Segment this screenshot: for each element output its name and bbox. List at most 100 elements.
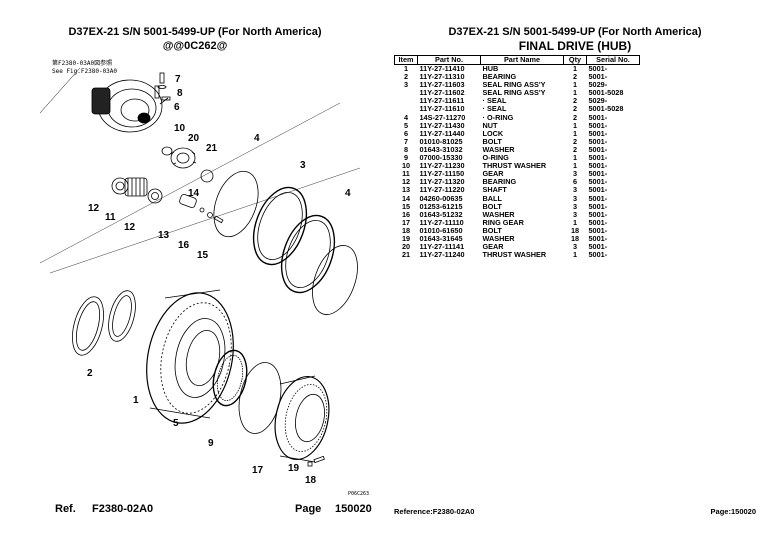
cell-serial: 5001- [588,233,608,243]
cell-part-name: GEAR [482,242,504,252]
cell-part-name: WASHER [482,233,515,243]
cell-item: 16 [401,209,411,219]
cell-part-name: THRUST WASHER [482,161,547,171]
cell-qty: 1 [572,217,578,227]
cell-qty: 1 [572,64,578,73]
footer-reference: Reference:F2380-02A0 [394,507,475,516]
cell-serial: 5001- [588,136,608,146]
cell-part-no: 11Y-27-11150 [419,169,465,179]
hub [146,289,234,424]
callout-labels: 7 8 6 10 20 21 4 3 4 14 12 11 12 13 16 1… [87,74,351,486]
cell-part-name: SEAL RING ASS'Y [482,88,546,98]
cell-part-no: 11Y-27-11110 [419,217,464,227]
callout-12b: 12 [124,222,136,233]
callout-6: 6 [174,102,180,113]
right-header-subtitle: FINAL DRIVE (HUB) [518,39,632,53]
callout-20: 20 [188,133,200,144]
header-serial-no: Serial No. [586,55,640,65]
cell-part-name: BOLT [482,201,502,211]
table-header-row: Item Part No. Part Name Qty Serial No. [394,55,640,65]
cell-qty: 1 [572,88,578,98]
cell-part-no: 11Y-27-11603 [419,80,465,90]
cell-qty: 3 [572,193,578,203]
cell-serial: 5001- [588,242,608,252]
bolt-group [157,72,171,101]
cell-item: 10 [401,161,411,171]
cell-serial: 5029- [588,96,608,106]
footer-page-value: 150020 [335,503,372,515]
cell-qty: 2 [572,144,578,154]
table-row: 7 01010-81025 BOLT 2 5001- [395,136,640,146]
cell-item: 18 [401,225,411,235]
callout-12a: 12 [88,203,100,214]
cell-serial: 5001- [588,72,608,82]
cell-serial: 5001- [588,128,608,138]
cell-item: 21 [401,250,411,260]
cell-part-no: 11Y-27-11440 [419,128,465,138]
cell-serial: 5001- [588,161,608,171]
cell-part-no: 11Y-27-11602 [419,88,465,98]
cell-qty: 1 [572,120,578,130]
cell-item [395,97,418,105]
cell-part-no: 11Y-27-11611 [419,96,465,106]
cell-item: 7 [403,136,409,146]
cell-part-no: 04260-00635 [419,193,463,203]
cell-item: 20 [401,242,411,252]
cell-part-name: NUT [482,120,498,130]
cell-qty: 3 [572,169,578,179]
cell-item: 1 [403,64,409,73]
callout-16: 16 [178,240,190,251]
callout-9: 9 [208,438,214,449]
cell-qty: 2 [572,136,578,146]
footer-ref-label: Ref. [55,503,76,515]
footer-page-label: Page [295,503,322,515]
cell-item: 4 [403,112,409,122]
cell-part-name: BOLT [482,136,502,146]
cell-part-no: 11Y-27-11310 [419,72,465,82]
cell-serial: 5001- [588,217,608,227]
cell-part-no: 01643-31032 [419,144,463,154]
cell-part-name: HUB [482,64,499,73]
o-ring-9 [238,362,282,434]
cell-serial: 5001- [588,64,608,73]
cell-part-no: 11Y-27-11240 [419,250,465,260]
cell-part-name: WASHER [482,209,515,219]
bearing-outer [72,290,136,356]
callout-1: 1 [133,395,139,406]
cell-part-no: 11Y-27-11320 [419,177,465,187]
cell-part-no: 11Y-27-11410 [419,64,465,73]
cell-item: 13 [401,185,411,195]
cell-item: 8 [403,144,409,154]
cell-qty: 1 [572,250,578,260]
callout-7: 7 [175,74,181,85]
cell-serial: 5001- [588,193,608,203]
callout-4a: 4 [254,133,260,144]
cell-part-no: 01010-81025 [419,136,463,146]
cell-item: 19 [401,233,411,243]
exploded-parts-diagram: 7 8 6 10 20 21 4 3 4 14 12 11 12 13 16 1… [40,67,369,497]
cell-part-no: 11Y-27-11220 [419,185,465,195]
table-row: 21 11Y-27-11240 THRUST WASHER 1 5001- [395,251,640,259]
cell-qty: 2 [572,112,578,122]
cell-qty: 3 [572,209,578,219]
carrier-assembly [91,79,169,133]
cell-serial: 5001- [588,250,608,260]
cell-part-name: THRUST WASHER [482,250,547,260]
cell-item: 15 [401,201,411,211]
diagram-note-en: See Fig.F2380-03A0 [52,68,118,75]
thrust-washer-ring [200,169,214,183]
cell-part-no: 01643-31645 [419,233,463,243]
bearing-group [111,177,163,204]
cell-part-no: 11Y-27-11141 [419,242,465,252]
